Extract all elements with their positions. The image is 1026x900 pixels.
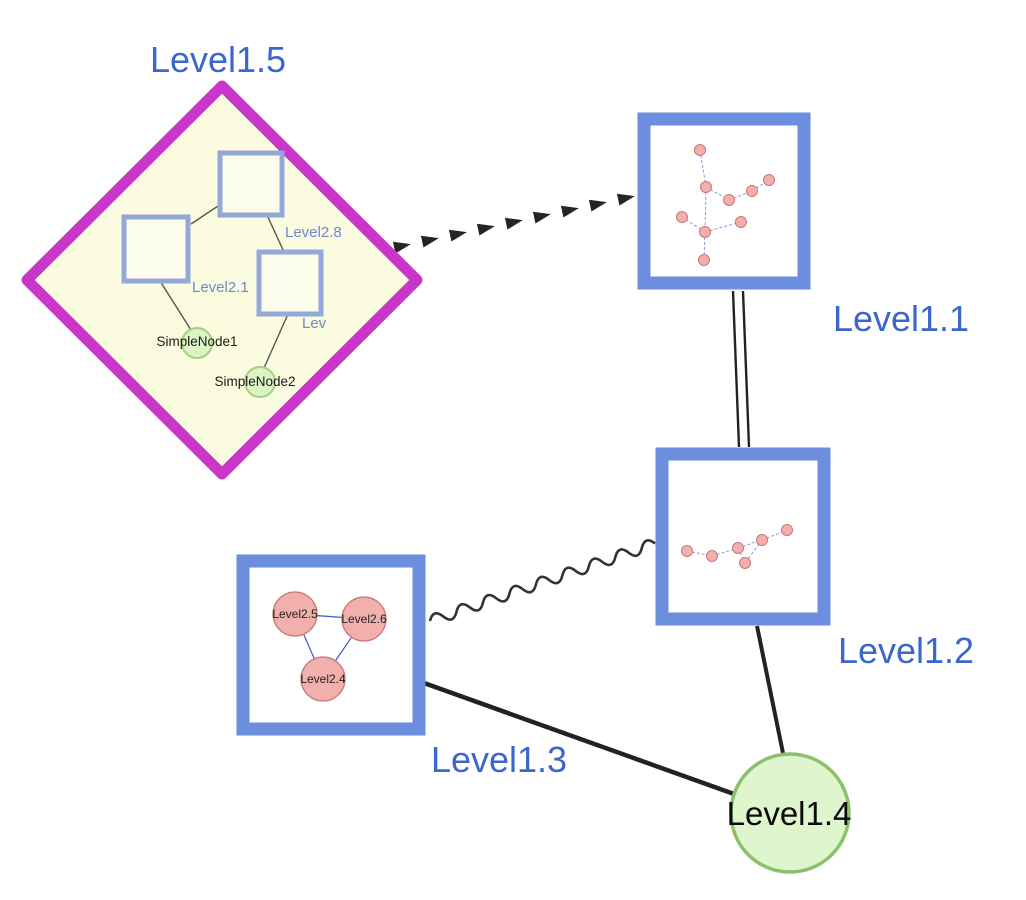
subnode-level2-1-label: Level2.1 <box>192 279 249 296</box>
node-level1-1[interactable] <box>637 112 811 290</box>
edge-level28-lev[interactable] <box>266 214 285 253</box>
mini-node[interactable] <box>676 211 688 223</box>
mini-node[interactable] <box>700 181 712 193</box>
mini-node[interactable] <box>723 194 735 206</box>
mini-node[interactable] <box>735 216 747 228</box>
node-level1-2-box[interactable] <box>655 447 831 626</box>
node-level1-4-label: Level1.4 <box>727 795 852 832</box>
edge-level21-level28[interactable] <box>190 203 222 225</box>
edge-level15-level11[interactable] <box>392 193 635 254</box>
node-level1-4[interactable]: Level1.4 <box>727 752 852 874</box>
mini-node[interactable] <box>781 524 793 536</box>
node-level1-2[interactable] <box>655 447 831 626</box>
subnode-level2-4-label: Level2.4 <box>300 672 346 686</box>
mini-node[interactable] <box>756 534 768 546</box>
mini-graph-level1-2-nodes <box>681 524 793 569</box>
node-level1-3[interactable]: Level2.5 Level2.6 Level2.4 <box>236 554 426 736</box>
edge-level11-level12[interactable] <box>731 290 751 448</box>
mini-node[interactable] <box>732 542 744 554</box>
mini-node[interactable] <box>739 557 751 569</box>
subnode-simplenode1-label: SimpleNode1 <box>156 334 237 349</box>
node-level1-4-circle[interactable] <box>729 752 851 874</box>
mini-node[interactable] <box>694 144 706 156</box>
subnode-level2-5-label: Level2.5 <box>272 607 318 621</box>
mini-node[interactable] <box>706 550 718 562</box>
node-level1-3-label: Level1.3 <box>431 739 567 780</box>
subnode-simplenode2[interactable] <box>244 366 276 398</box>
subnode-level2-8[interactable] <box>217 150 285 218</box>
mini-graph-level1-1-nodes <box>676 144 775 266</box>
mini-node[interactable] <box>699 226 711 238</box>
subnode-level2-trunc-label: Lev <box>302 315 327 332</box>
edge-lev-simplenode2[interactable] <box>263 313 289 369</box>
diamond-shape[interactable] <box>21 80 423 480</box>
subnode-level2-5[interactable] <box>272 591 318 637</box>
mini-node[interactable] <box>746 185 758 197</box>
edge-level12-level14[interactable] <box>755 625 786 759</box>
node-level1-2-label: Level1.2 <box>838 630 974 671</box>
edge-level13-level14[interactable] <box>423 680 735 797</box>
subnode-level2-trunc[interactable] <box>256 249 324 317</box>
subnode-simplenode2-label: SimpleNode2 <box>214 374 295 389</box>
subnode-simplenode1[interactable] <box>181 327 213 359</box>
node-level1-5[interactable]: Level2.8 Level2.1 Lev SimpleNode1 Simple… <box>21 80 423 480</box>
edge-level21-simplenode1[interactable] <box>159 280 192 331</box>
node-level1-5-label: Level1.5 <box>150 39 286 80</box>
mini-node[interactable] <box>681 545 693 557</box>
node-level1-3-box[interactable] <box>236 554 426 736</box>
mini-node[interactable] <box>698 254 710 266</box>
mini-node[interactable] <box>763 174 775 186</box>
subnode-level2-6-label: Level2.6 <box>341 612 387 626</box>
subnode-level2-1[interactable] <box>121 214 191 284</box>
subnode-level2-4[interactable] <box>300 656 346 702</box>
subnode-level2-6[interactable] <box>341 596 387 642</box>
node-level1-1-label: Level1.1 <box>833 298 969 339</box>
edge-level13-level12[interactable] <box>428 538 657 626</box>
subnode-level2-8-label: Level2.8 <box>285 224 342 241</box>
